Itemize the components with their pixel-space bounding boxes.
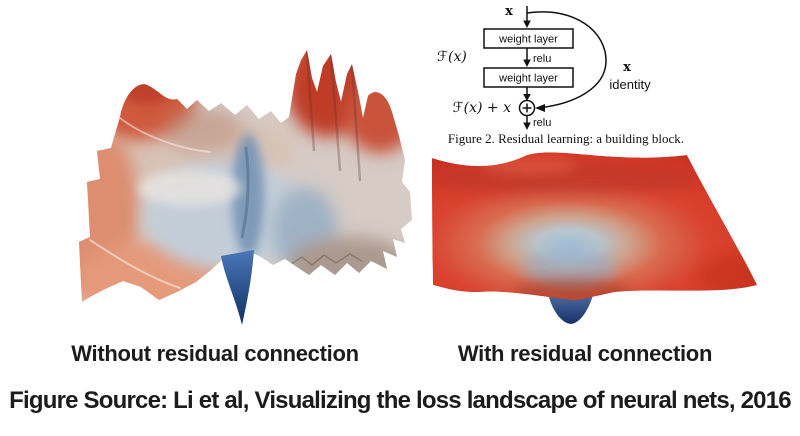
weight-layer-1-label: weight layer	[498, 34, 558, 46]
right-surface-shading	[432, 152, 757, 301]
figure2-caption: Figure 2. Residual learning: a building …	[447, 131, 685, 146]
rocky-texture	[289, 253, 363, 266]
input-x-label: x	[505, 4, 513, 19]
arrowhead-icon	[523, 122, 531, 130]
rocky-brown-area	[288, 237, 412, 293]
caption-without-residual: Without residual connection	[71, 341, 359, 366]
slab-edge-highlight	[89, 239, 181, 289]
arrowhead-icon	[535, 104, 545, 112]
red-dome-core	[121, 72, 173, 104]
weight-layer-2-box	[483, 67, 574, 88]
loss-surface-with-residual	[432, 152, 757, 324]
valley-highlight	[138, 170, 242, 206]
arrowhead-icon	[523, 20, 531, 28]
arrowhead-icon	[523, 59, 531, 67]
identity-x-label: x	[623, 60, 631, 75]
crevice-line	[240, 146, 250, 239]
fx-label: ℱ(x)	[437, 49, 467, 65]
right-corner-shade	[700, 255, 757, 295]
figure-source-line: Figure Source: Li et al, Visualizing the…	[9, 387, 791, 414]
ridge-highlight	[119, 117, 211, 153]
blue-minimum-funnel-left	[221, 250, 254, 325]
relu-out-label: relu	[533, 117, 551, 129]
spike-shadow-lines	[305, 50, 362, 182]
relu-mid-label: relu	[533, 53, 551, 65]
arrowhead-icon	[523, 94, 531, 101]
identity-skip-arc	[526, 11, 607, 109]
basin-inner-shade	[524, 248, 616, 288]
plus-sign-icon	[522, 103, 532, 113]
weight-layer-1-box	[483, 28, 574, 49]
loss-surface-without-residual	[79, 50, 412, 325]
crevice-blue-channel	[232, 133, 264, 257]
caption-with-residual: With residual connection	[457, 341, 713, 366]
top-bump-highlight	[482, 157, 578, 175]
identity-label: identity	[609, 77, 651, 92]
sum-output-label: ℱ(x) + x	[453, 100, 511, 116]
weight-layer-2-label: weight layer	[498, 73, 558, 85]
residual-block-diagram: x weight layer relu ℱ(x) weight layer ℱ(…	[437, 4, 651, 130]
dome-shadow	[162, 108, 242, 152]
